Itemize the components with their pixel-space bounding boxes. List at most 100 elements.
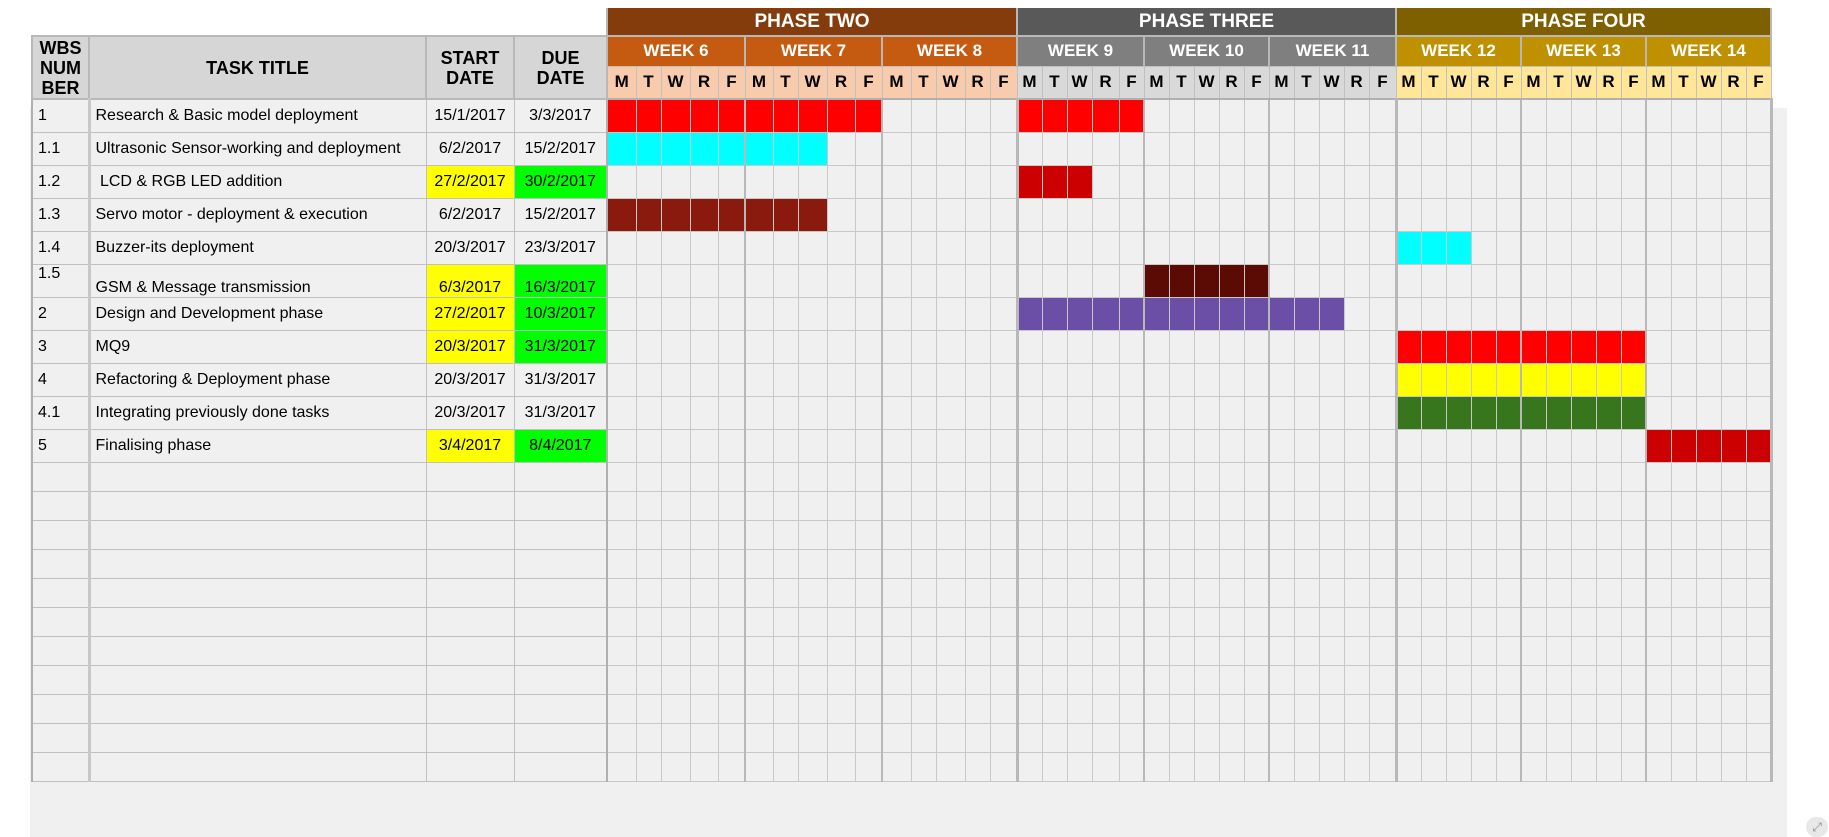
gantt-cell[interactable]	[1268, 664, 1295, 695]
gantt-cell[interactable]	[1218, 98, 1245, 133]
gantt-cell[interactable]	[1620, 664, 1647, 695]
gantt-cell[interactable]	[1520, 664, 1547, 695]
gantt-cell[interactable]	[1118, 693, 1145, 724]
task-title[interactable]	[87, 519, 427, 550]
gantt-cell[interactable]	[660, 490, 691, 521]
wbs-number[interactable]	[31, 635, 90, 666]
gantt-cell[interactable]	[881, 131, 912, 166]
gantt-cell[interactable]	[1495, 751, 1522, 782]
gantt-cell[interactable]	[717, 395, 746, 430]
gantt-cell[interactable]	[1343, 577, 1370, 608]
gantt-cell[interactable]	[772, 635, 799, 666]
gantt-cell[interactable]	[989, 197, 1019, 232]
gantt-cell[interactable]	[1168, 164, 1195, 199]
gantt-cell[interactable]	[881, 490, 912, 521]
gantt-cell[interactable]	[1620, 519, 1647, 550]
start-date[interactable]	[425, 751, 515, 782]
gantt-cell[interactable]	[744, 230, 774, 265]
gantt-cell[interactable]	[989, 490, 1019, 521]
gantt-cell[interactable]	[1470, 693, 1497, 724]
gantt-cell[interactable]	[1318, 519, 1345, 550]
gantt-cell[interactable]	[1368, 635, 1398, 666]
gantt-cell[interactable]	[1193, 490, 1220, 521]
gantt-cell[interactable]	[1091, 131, 1120, 166]
gantt-cell[interactable]	[881, 230, 912, 265]
gantt-cell[interactable]	[1545, 606, 1572, 637]
gantt-cell[interactable]	[1545, 230, 1572, 265]
gantt-cell[interactable]	[1143, 606, 1170, 637]
gantt-cell[interactable]	[797, 693, 828, 724]
gantt-cell[interactable]	[635, 329, 662, 364]
gantt-cell[interactable]	[1293, 693, 1320, 724]
gantt-cell[interactable]	[1066, 664, 1093, 695]
gantt-cell[interactable]	[1470, 635, 1497, 666]
gantt-cell[interactable]	[635, 296, 662, 331]
gantt-cell[interactable]	[772, 577, 799, 608]
gantt-cell[interactable]	[1470, 263, 1497, 298]
gantt-cell[interactable]	[1168, 519, 1195, 550]
gantt-cell[interactable]	[1670, 131, 1697, 166]
gantt-cell[interactable]	[1595, 548, 1622, 579]
gantt-cell[interactable]	[1545, 751, 1572, 782]
gantt-cell[interactable]	[1143, 329, 1170, 364]
gantt-cell[interactable]	[1193, 329, 1220, 364]
gantt-cell[interactable]	[910, 230, 937, 265]
due-date[interactable]	[513, 548, 608, 579]
gantt-cell[interactable]	[854, 635, 883, 666]
gantt-cell[interactable]	[1720, 131, 1747, 166]
gantt-cell[interactable]	[1368, 490, 1398, 521]
gantt-cell[interactable]	[826, 548, 856, 579]
gantt-cell[interactable]	[1470, 131, 1497, 166]
gantt-cell[interactable]	[717, 577, 746, 608]
gantt-bar-cell[interactable]	[1118, 98, 1145, 133]
gantt-cell[interactable]	[1016, 230, 1043, 265]
gantt-bar-cell[interactable]	[772, 131, 799, 166]
gantt-cell[interactable]	[935, 490, 966, 521]
gantt-cell[interactable]	[1395, 722, 1422, 753]
gantt-cell[interactable]	[1495, 635, 1522, 666]
gantt-cell[interactable]	[1143, 519, 1170, 550]
gantt-cell[interactable]	[1343, 197, 1370, 232]
gantt-cell[interactable]	[660, 519, 691, 550]
gantt-cell[interactable]	[772, 428, 799, 463]
gantt-cell[interactable]	[635, 751, 662, 782]
gantt-cell[interactable]	[772, 461, 799, 492]
gantt-cell[interactable]	[826, 722, 856, 753]
gantt-cell[interactable]	[1595, 490, 1622, 521]
gantt-cell[interactable]	[1368, 751, 1398, 782]
gantt-bar-cell[interactable]	[1066, 164, 1093, 199]
gantt-cell[interactable]	[1645, 693, 1672, 724]
gantt-cell[interactable]	[1570, 461, 1597, 492]
gantt-bar-cell[interactable]	[1243, 296, 1270, 331]
gantt-cell[interactable]	[689, 329, 719, 364]
task-title[interactable]	[87, 751, 427, 782]
gantt-cell[interactable]	[1445, 461, 1472, 492]
gantt-cell[interactable]	[1645, 329, 1672, 364]
gantt-cell[interactable]	[1268, 490, 1295, 521]
gantt-cell[interactable]	[1495, 296, 1522, 331]
gantt-bar-cell[interactable]	[1445, 230, 1472, 265]
gantt-cell[interactable]	[1745, 577, 1773, 608]
gantt-cell[interactable]	[1470, 751, 1497, 782]
gantt-cell[interactable]	[1645, 577, 1672, 608]
gantt-cell[interactable]	[910, 722, 937, 753]
table-row[interactable]	[31, 519, 1773, 550]
gantt-cell[interactable]	[717, 722, 746, 753]
gantt-cell[interactable]	[1168, 693, 1195, 724]
wbs-number[interactable]	[31, 693, 90, 724]
gantt-cell[interactable]	[1016, 263, 1043, 298]
gantt-cell[interactable]	[1143, 395, 1170, 430]
gantt-bar-cell[interactable]	[660, 197, 691, 232]
gantt-cell[interactable]	[1318, 131, 1345, 166]
gantt-cell[interactable]	[1168, 548, 1195, 579]
gantt-cell[interactable]	[744, 296, 774, 331]
gantt-cell[interactable]	[1091, 164, 1120, 199]
gantt-cell[interactable]	[1143, 693, 1170, 724]
gantt-cell[interactable]	[1066, 751, 1093, 782]
gantt-cell[interactable]	[1695, 362, 1722, 397]
gantt-cell[interactable]	[606, 664, 637, 695]
task-title[interactable]: Buzzer-its deployment	[87, 230, 427, 265]
gantt-cell[interactable]	[989, 577, 1019, 608]
gantt-cell[interactable]	[1620, 428, 1647, 463]
